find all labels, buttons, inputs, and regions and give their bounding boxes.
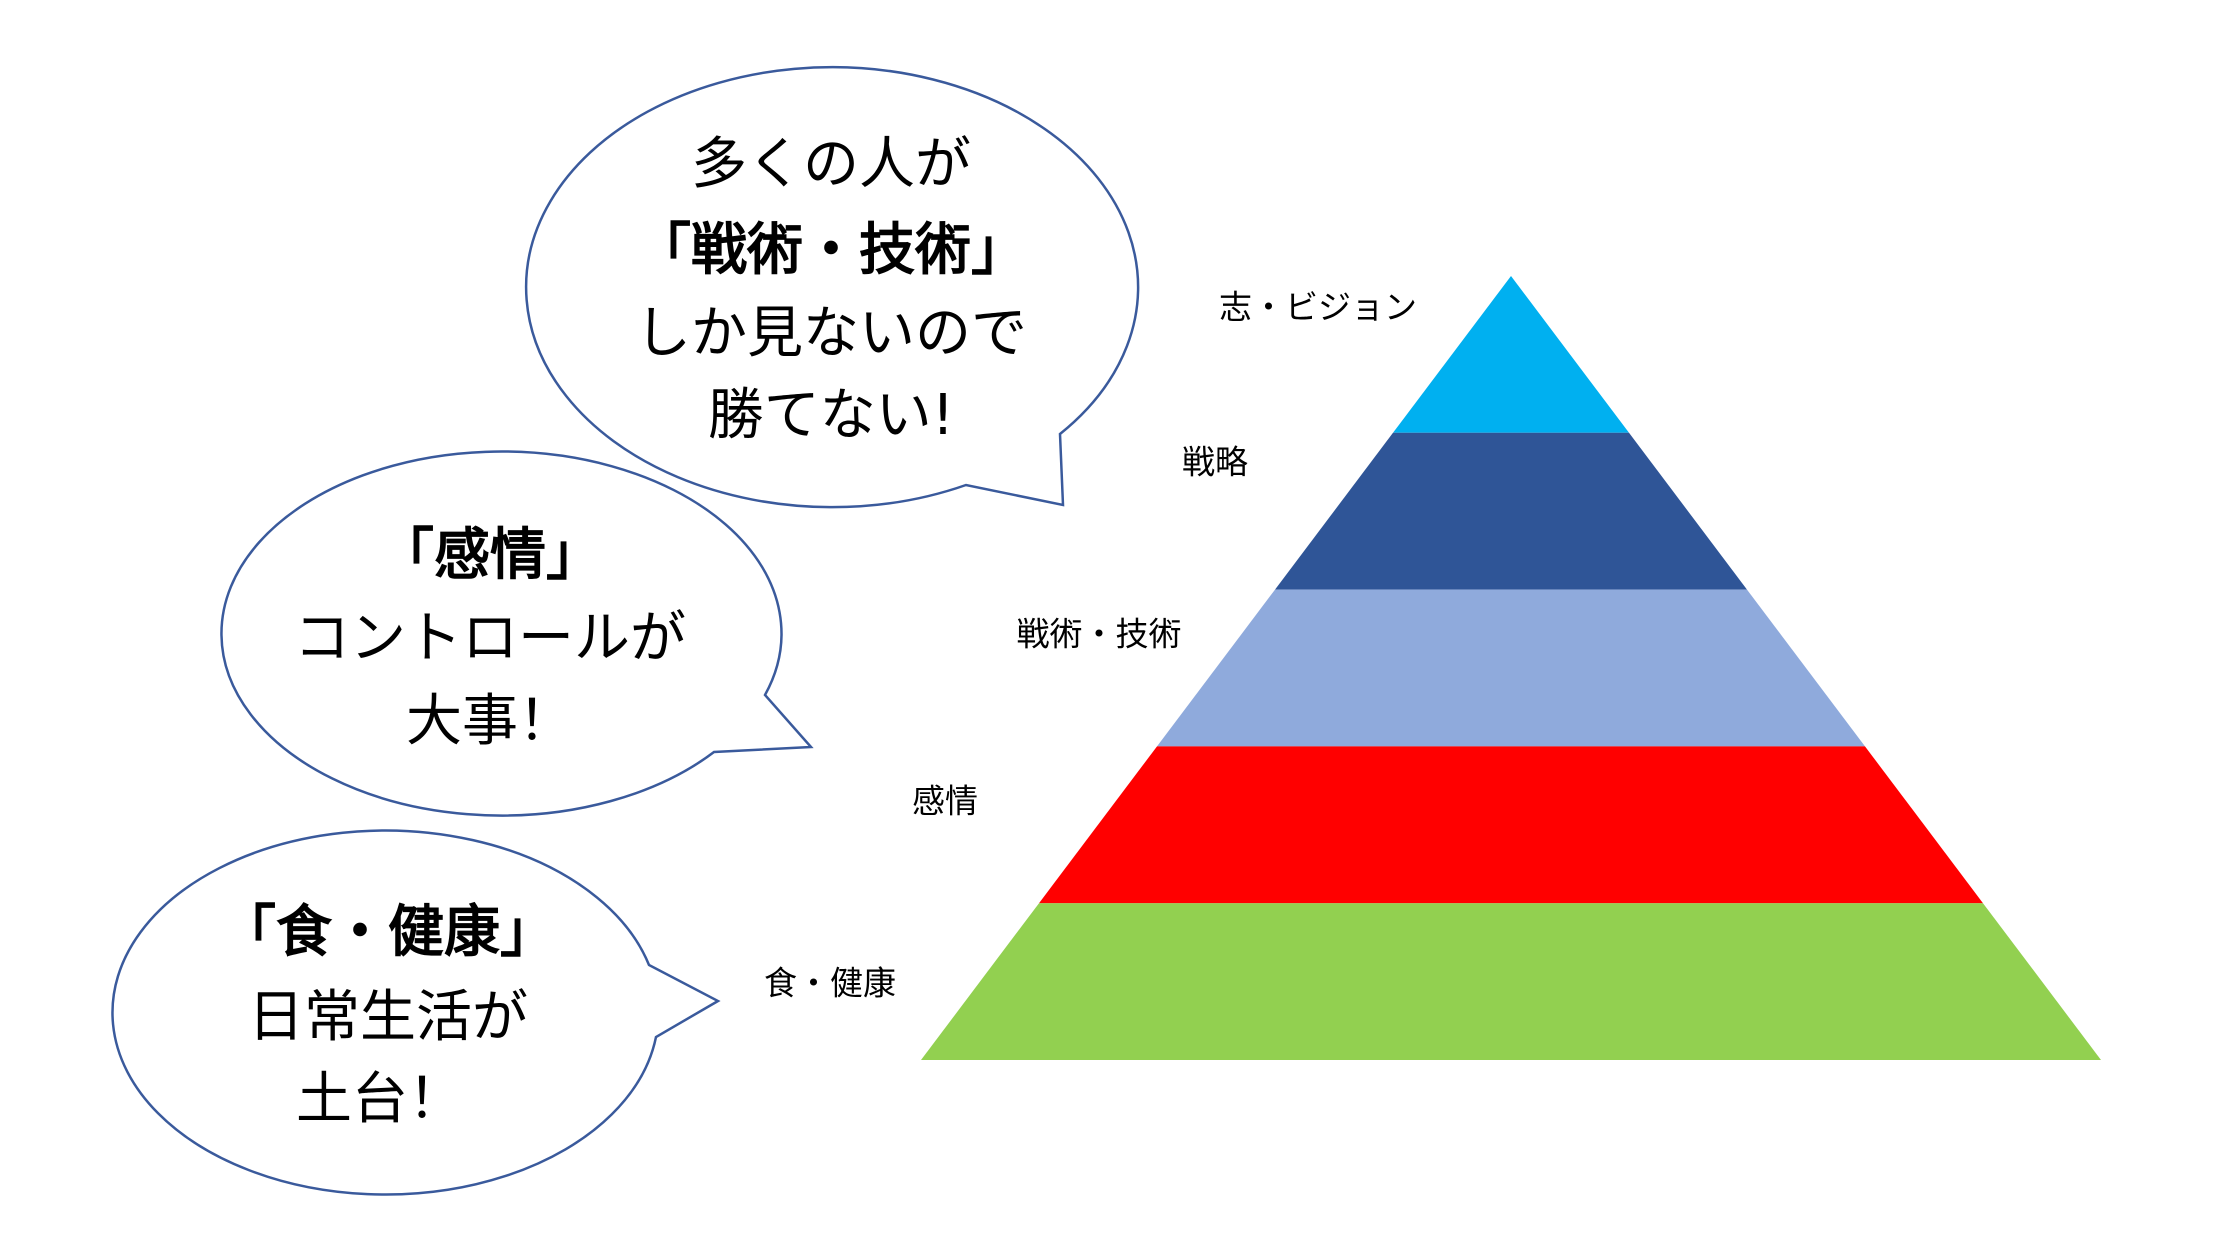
bubble-line: 大事！ bbox=[406, 689, 574, 754]
bubble-line: 土台！ bbox=[296, 1067, 464, 1132]
pyramid-layer bbox=[1275, 432, 1747, 590]
pyramid-layer bbox=[1039, 746, 1983, 904]
bubble-line: コントロールが bbox=[294, 606, 686, 671]
bubble-line: しか見ないので bbox=[635, 301, 1027, 366]
layer-label-tactics: 戦術・技術 bbox=[1017, 615, 1182, 654]
bubble-line: 「戦術・技術」 bbox=[635, 218, 1027, 283]
pyramid bbox=[921, 276, 2101, 1060]
bubble-line: 日常生活が bbox=[248, 985, 528, 1050]
layer-label-strategy: 戦略 bbox=[1182, 443, 1248, 482]
bubble-shape bbox=[220, 450, 814, 817]
speech-bubble-strategy: 多くの人が 「戦術・技術」 しか見ないので 勝てない! bbox=[524, 65, 1140, 509]
pyramid-layer bbox=[1157, 589, 1865, 747]
bubble-line: 「食・健康」 bbox=[220, 900, 556, 965]
bubble-line: 多くの人が bbox=[691, 132, 971, 197]
layer-label-emotion: 感情 bbox=[912, 782, 978, 821]
pyramid-labels: 志・ビジョン 戦略 戦術・技術 感情 食・健康 bbox=[764, 288, 1417, 1003]
speech-bubble-health: 「食・健康」 日常生活が 土台！ bbox=[111, 829, 721, 1196]
bubble-shape bbox=[524, 65, 1140, 509]
pyramid-layer bbox=[921, 903, 2101, 1060]
bubble-line: 勝てない! bbox=[708, 383, 954, 448]
pyramid-layer bbox=[1393, 276, 1629, 433]
layer-label-health: 食・健康 bbox=[764, 964, 896, 1003]
layer-label-vision: 志・ビジョン bbox=[1219, 288, 1417, 327]
speech-bubble-emotion: 「感情」 コントロールが 大事！ bbox=[220, 450, 814, 817]
bubble-shape bbox=[111, 829, 721, 1196]
bubble-line: 「感情」 bbox=[378, 523, 602, 588]
